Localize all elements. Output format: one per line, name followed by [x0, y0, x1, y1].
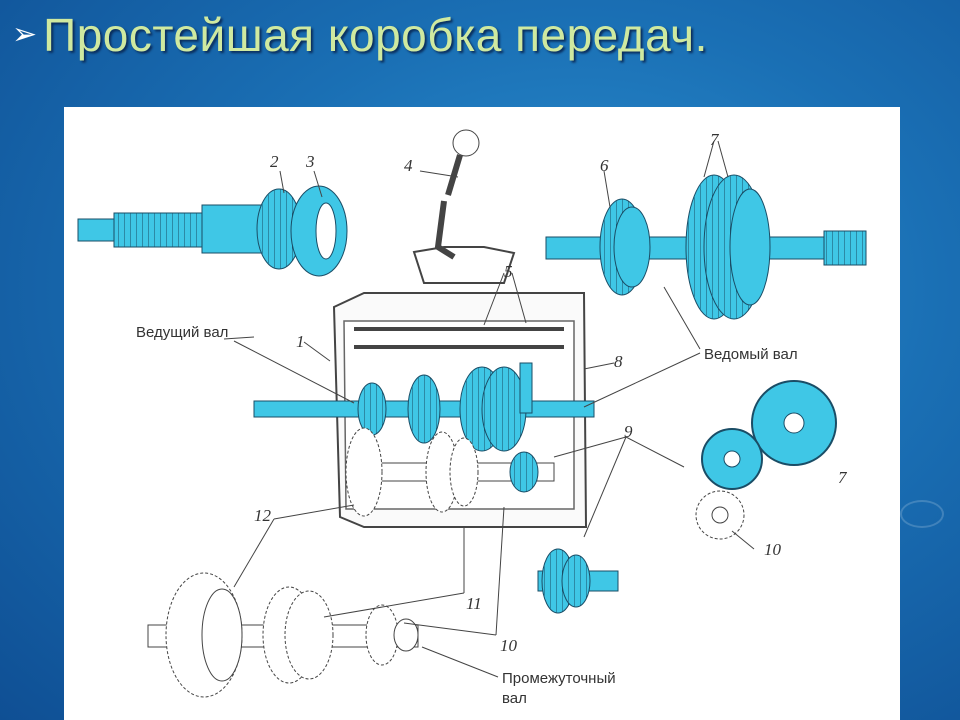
arrow-bullet-icon: ➢	[12, 18, 38, 51]
label-intermediate-shaft-line1: Промежуточный	[502, 670, 616, 687]
label-10-schematic: 10	[764, 540, 782, 559]
label-7-schematic: 7	[838, 468, 848, 487]
gearbox-svg: 2 3 4 5 6 7 1 8 9 12 11 10 7 10 Ведущий …	[77, 129, 867, 707]
label-driving-shaft: Ведущий вал	[136, 324, 228, 341]
label-1: 1	[296, 332, 305, 351]
label-2: 2	[270, 152, 279, 171]
label-10: 10	[500, 636, 518, 655]
label-4: 4	[404, 156, 413, 175]
driving-shaft-exploded	[77, 185, 348, 277]
label-11: 11	[466, 594, 482, 613]
label-intermediate-shaft-line2: вал	[502, 690, 527, 707]
intermediate-shaft-exploded	[147, 572, 419, 698]
label-5: 5	[504, 262, 513, 281]
label-7: 7	[710, 130, 720, 149]
slide-title: Простейшая коробка передач.	[43, 9, 708, 61]
gear-lever	[434, 129, 480, 260]
driven-shaft-exploded	[545, 174, 867, 320]
title-row: ➢ Простейшая коробка передач.	[12, 8, 708, 62]
label-driven-shaft: Ведомый вал	[704, 346, 798, 363]
gear-mesh-schematic	[695, 380, 837, 540]
label-6: 6	[600, 156, 609, 175]
leader-lines	[223, 140, 755, 678]
label-3: 3	[305, 152, 315, 171]
gearbox-diagram: 2 3 4 5 6 7 1 8 9 12 11 10 7 10 Ведущий …	[64, 107, 900, 720]
gearbox-housing	[253, 246, 595, 528]
decorative-ripple	[900, 500, 944, 528]
label-12: 12	[254, 506, 272, 525]
reverse-idler-gear	[537, 548, 619, 614]
label-8: 8	[614, 352, 623, 371]
label-9: 9	[624, 422, 633, 441]
